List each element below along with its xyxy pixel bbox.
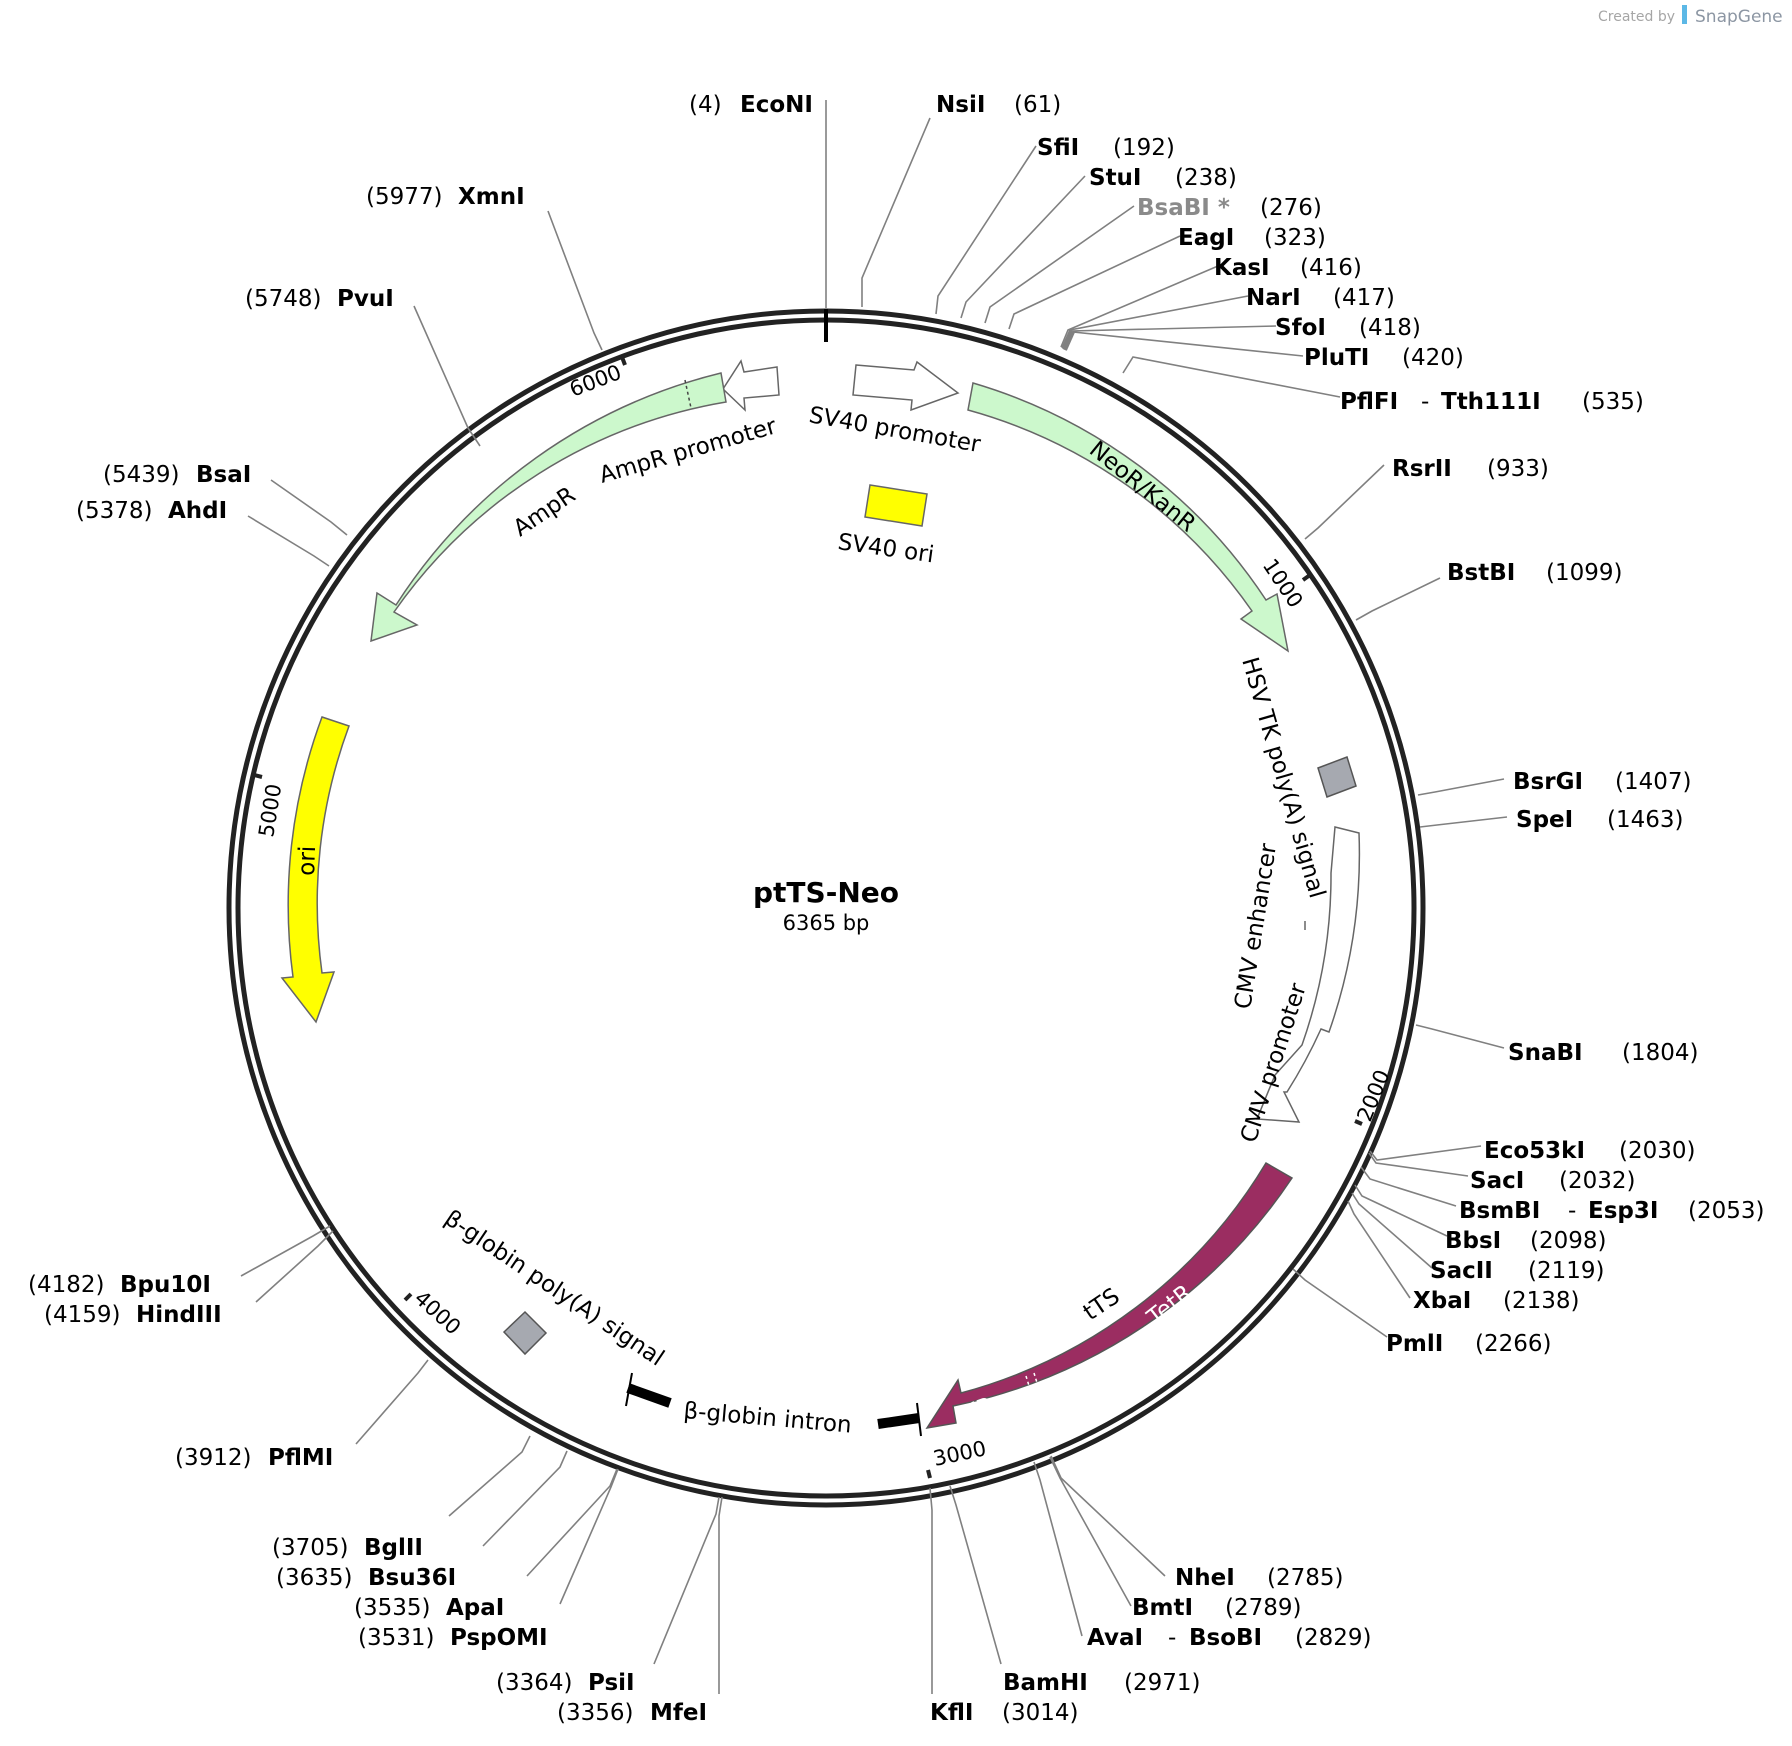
bglobin-intron-end-cap xyxy=(916,1402,922,1437)
credit-prefix: Created by xyxy=(1598,9,1675,25)
site-sfoi: SfoI(418) xyxy=(1275,315,1421,341)
site-bsai: (5439)BsaI xyxy=(103,462,251,488)
site-psii: (3364)PsiI xyxy=(496,1670,635,1696)
ampr-promoter-divider xyxy=(684,379,692,409)
site-hindiii: (4159)HindIII xyxy=(44,1302,222,1328)
ampr-label: AmpR xyxy=(509,482,581,542)
site-sfii: SfiI(192) xyxy=(1037,135,1175,161)
tick-5000-label: 5000 xyxy=(254,782,286,839)
sv40-promoter-arrow xyxy=(852,360,960,412)
site-rsrii: RsrII(933) xyxy=(1392,456,1549,482)
tick-6000-mark xyxy=(620,356,627,366)
tetr-kr-divider-1 xyxy=(1025,1375,1035,1403)
site-kasi: KasI(416) xyxy=(1214,255,1362,281)
sv40-ori-box xyxy=(864,484,928,527)
site-nsii: NsiI(61) xyxy=(936,92,1061,118)
site-eco53ki: Eco53kI(2030) xyxy=(1484,1138,1695,1164)
site-nhei: NheI(2785) xyxy=(1175,1565,1343,1591)
bglobin-polya-label: β-globin poly(A) signal xyxy=(440,1205,669,1371)
ori-label: ori xyxy=(294,845,321,876)
site-bmti: BmtI(2789) xyxy=(1132,1595,1301,1621)
cmv-enhancer-label: CMV enhancer xyxy=(1230,841,1282,1011)
plasmid-name: ptTS-Neo xyxy=(753,876,899,909)
site-nari: NarI(417) xyxy=(1246,285,1395,311)
hsv-tk-polya-box xyxy=(1317,756,1357,798)
site-spei: SpeI(1463) xyxy=(1516,807,1683,833)
tick-2000-label: 2000 xyxy=(1352,1066,1394,1125)
site-apai: (3535)ApaI xyxy=(354,1595,504,1621)
site-pmli: PmlI(2266) xyxy=(1386,1331,1551,1357)
plasmid-size: 6365 bp xyxy=(783,911,870,935)
site-pflfi-tth111i: PflFI-Tth111I(535) xyxy=(1340,389,1644,415)
site-ahdi: (5378)AhdI xyxy=(76,498,227,524)
site-stui: StuI(238) xyxy=(1089,165,1237,191)
site-eagi: EagI(323) xyxy=(1178,225,1326,251)
site-bstbi: BstBI(1099) xyxy=(1447,560,1622,586)
bglobin-intron-end-bar xyxy=(877,1413,920,1429)
tick-3000-label: 3000 xyxy=(931,1436,988,1471)
site-bsu36i: (3635)Bsu36I xyxy=(276,1565,456,1591)
site-bsrgi: BsrGI(1407) xyxy=(1513,769,1691,795)
site-sacii: SacII(2119) xyxy=(1430,1258,1604,1284)
snapgene-logo-icon xyxy=(1682,5,1687,24)
site-pspomi: (3531)PspOMI xyxy=(358,1625,548,1651)
site-bsabi: BsaBI *(276) xyxy=(1137,195,1322,221)
site-avai-bsobi: AvaI-BsoBI(2829) xyxy=(1087,1625,1371,1651)
ampr-promoter-arrow xyxy=(722,359,780,412)
credit-brand: SnapGene xyxy=(1695,7,1783,27)
site-xbai: XbaI(2138) xyxy=(1413,1288,1579,1314)
bglobin-intron-start-cap xyxy=(625,1372,633,1407)
site-bbsi: BbsI(2098) xyxy=(1445,1228,1606,1254)
sv40-ori-label: SV40 ori xyxy=(836,529,936,568)
site-labels: (4)EcoNI NsiI(61) SfiI(192) StuI(238) Bs… xyxy=(28,92,1764,1726)
site-bamhi: BamHI(2971) xyxy=(1003,1670,1200,1696)
tick-5000-mark xyxy=(253,773,263,779)
tick-4000-mark xyxy=(403,1292,413,1302)
site-leaders xyxy=(240,100,1508,1694)
ampr-arrow xyxy=(370,372,727,643)
sv40-promoter-label: SV40 promoter xyxy=(807,402,983,458)
backbone xyxy=(226,308,1426,1508)
ori-arrow xyxy=(280,716,350,1024)
site-xmni: (5977)XmnI xyxy=(366,184,525,210)
site-bsmbi-esp3i: BsmBI-Esp3I(2053) xyxy=(1459,1198,1764,1224)
tick-2000-mark xyxy=(1354,1119,1363,1126)
bglobin-intron-label: β-globin intron xyxy=(682,1398,852,1439)
cmv-enhancer-promoter-arrow xyxy=(1255,826,1361,1123)
bglobin-intron-start-bar xyxy=(626,1383,672,1408)
site-pflmi: (3912)PflMI xyxy=(175,1445,333,1471)
tick-3000-mark xyxy=(926,1469,932,1479)
site-mfei: (3356)MfeI xyxy=(557,1700,707,1726)
site-pluti: PluTI(420) xyxy=(1304,345,1464,371)
tick-1000-mark xyxy=(1301,573,1312,582)
site-econi: (4)EcoNI xyxy=(689,92,813,118)
hsv-tk-polya-label: HSV TK poly(A) signal xyxy=(1236,654,1330,901)
site-snabi: SnaBI(1804) xyxy=(1508,1040,1698,1066)
snapgene-credit: Created by SnapGene xyxy=(1598,5,1783,27)
bglobin-polya-box xyxy=(502,1310,548,1356)
site-kfli: KflI(3014) xyxy=(930,1700,1078,1726)
tts-tetr-arrow xyxy=(925,1161,1294,1430)
site-saci: SacI(2032) xyxy=(1470,1168,1635,1194)
narI-cluster-tick xyxy=(1063,331,1075,351)
site-pvui: (5748)PvuI xyxy=(245,286,394,312)
neor-kanr-arrow xyxy=(967,382,1290,653)
site-bpu10i: (4182)Bpu10I xyxy=(28,1272,211,1298)
tetr-kr-divider-2 xyxy=(1033,1372,1043,1400)
neor-kanr-label: NeoR/KanR xyxy=(1084,436,1200,537)
tts-label: tTS xyxy=(1079,1283,1125,1326)
site-bglii: (3705)BglII xyxy=(272,1535,423,1561)
